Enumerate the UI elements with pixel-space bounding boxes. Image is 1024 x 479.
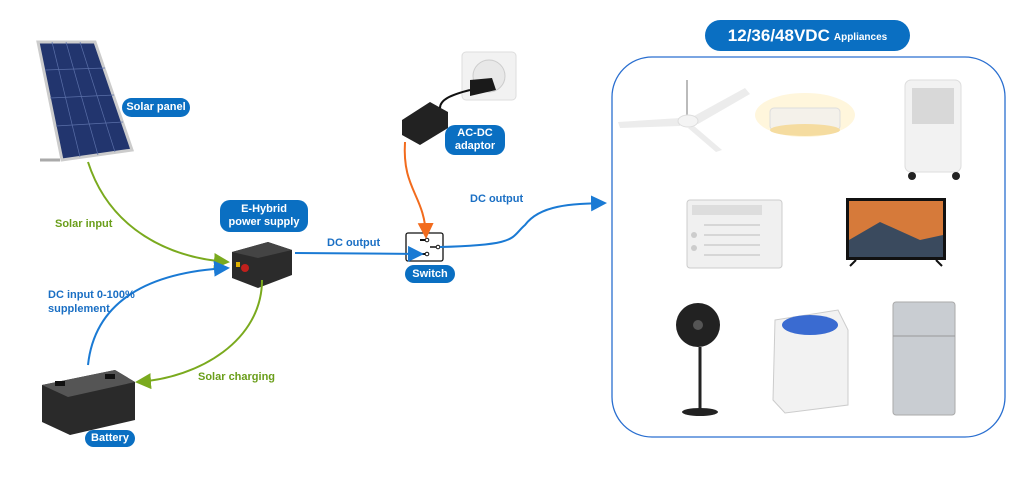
solar-panel-image — [36, 40, 135, 162]
dc-output-line-1 — [294, 245, 424, 262]
dc-output-label-2: DC output — [470, 193, 524, 205]
voltage-text: 12/36/48VDC — [727, 26, 830, 45]
hybrid-label: E-Hybrid power supply — [220, 200, 308, 232]
television-image — [846, 198, 946, 267]
dc-input-line — [87, 260, 230, 366]
washing-machine-image — [772, 309, 849, 414]
dc-output-line-2 — [439, 195, 607, 248]
solar-input-label: Solar input — [55, 218, 113, 230]
refrigerator-image — [892, 301, 956, 416]
switch-label: Switch — [405, 265, 455, 283]
window-ac-image — [686, 199, 783, 269]
dc-output-label-1: DC output — [327, 237, 381, 249]
appliances-title: 12/36/48VDC Appliances — [705, 20, 910, 51]
solar-panel-label: Solar panel — [122, 98, 190, 117]
battery-image — [42, 370, 135, 435]
ac-line — [403, 141, 434, 239]
ceiling-fan-image — [618, 80, 750, 152]
ceiling-light-image — [755, 93, 855, 137]
dc-input-label: DC input 0-100% supplement — [48, 289, 135, 315]
solar-charging-label: Solar charging — [198, 371, 276, 383]
wall-socket-image — [461, 51, 517, 101]
hybrid-power-supply-image — [232, 242, 292, 288]
switch-symbol — [405, 232, 444, 262]
appliances-box — [611, 56, 1006, 438]
solar-charging-line — [135, 279, 263, 390]
ac-dc-adaptor-image — [402, 89, 471, 145]
air-cooler-image — [904, 79, 962, 180]
adaptor-label: AC-DC adaptor — [445, 125, 505, 155]
appliances-text: Appliances — [833, 32, 888, 43]
solar-input-line — [87, 161, 230, 270]
battery-label: Battery — [85, 430, 135, 447]
stand-fan-image — [676, 303, 720, 416]
